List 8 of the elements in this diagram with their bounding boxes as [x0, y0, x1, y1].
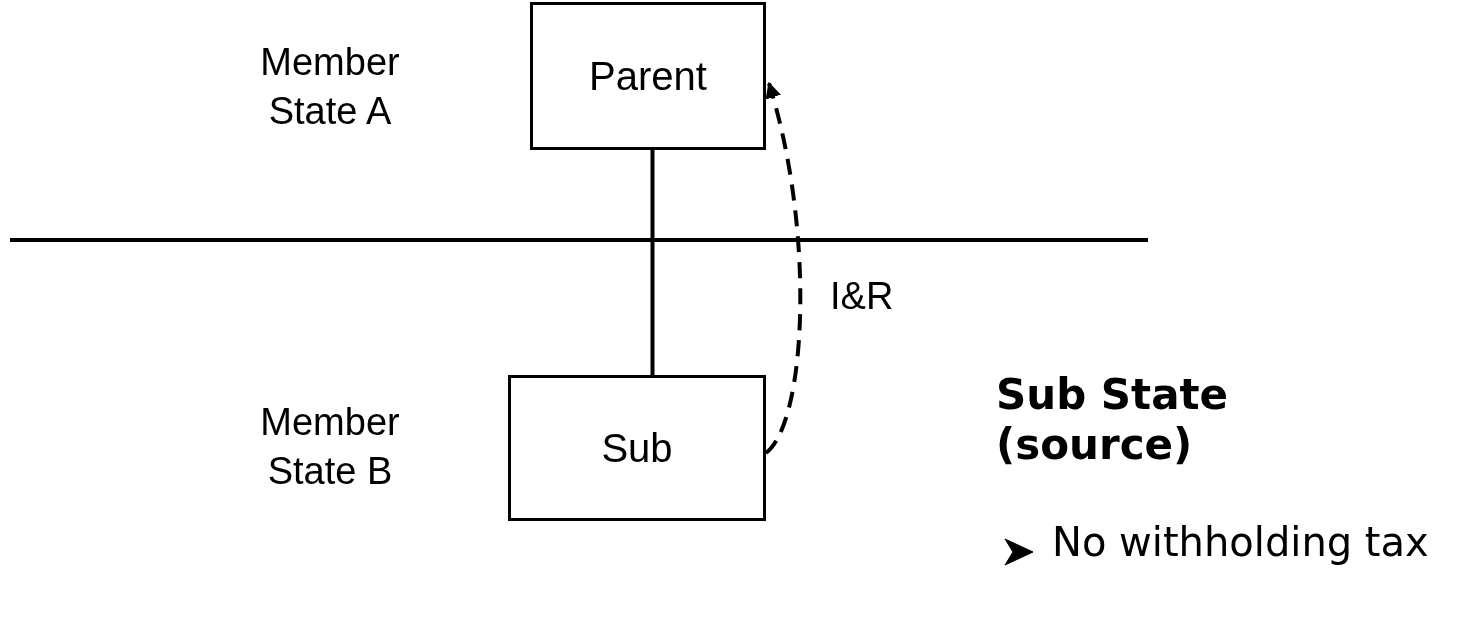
heading: Sub State (source): [996, 370, 1230, 471]
entity-box: Sub: [508, 375, 766, 521]
dashed-arrow: [764, 81, 803, 455]
region-label: Member State B: [259, 400, 401, 495]
bullet-text: No withholding tax: [1052, 518, 1430, 567]
connector-line: [650, 150, 655, 375]
entity-box: Parent: [530, 2, 766, 150]
region-label: Member State A: [259, 40, 401, 135]
